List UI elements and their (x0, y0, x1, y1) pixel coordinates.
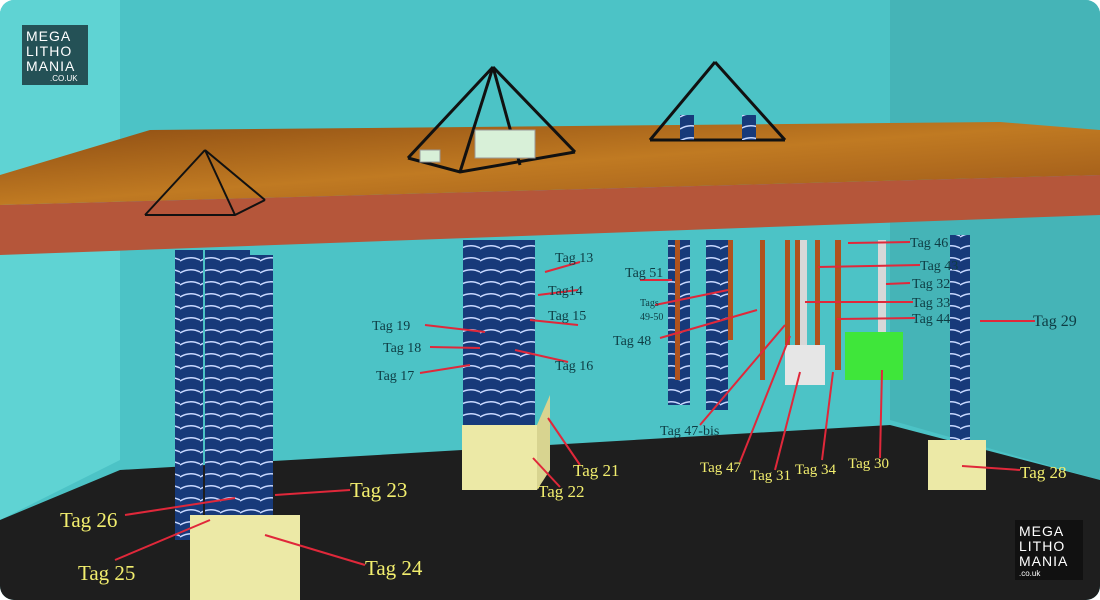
left-wall (0, 0, 120, 520)
svg-text:.CO.UK: .CO.UK (50, 74, 78, 83)
label-tag-47: Tag 47 (700, 460, 742, 476)
label-tag-48: Tag 48 (613, 334, 651, 349)
svg-text:.co.uk: .co.uk (1019, 569, 1041, 578)
svg-text:LITHO: LITHO (26, 43, 72, 59)
label-tag-22: Tag 22 (538, 482, 585, 501)
copper-rods (675, 240, 841, 380)
pyramid-small (144, 149, 266, 216)
coil-columns (175, 235, 970, 555)
label-tag-25: Tag 25 (78, 561, 135, 585)
label-tag-16: Tag 16 (555, 359, 593, 374)
svg-text:MANIA: MANIA (1019, 553, 1068, 569)
svg-text:MANIA: MANIA (26, 58, 75, 74)
label-tag-34: Tag 34 (795, 462, 837, 478)
label-tag-43: Tag 43 (920, 259, 958, 274)
label-tags-49-50-line2: 49-50 (640, 312, 663, 323)
plateau-edge (0, 175, 1100, 255)
label-tag-30: Tag 30 (848, 456, 889, 472)
right-wall (890, 0, 1100, 480)
stone-bases (190, 395, 986, 600)
svg-text:MEGA: MEGA (26, 28, 71, 44)
label-tag-17: Tag 17 (376, 369, 414, 384)
label-tag-21: Tag 21 (573, 461, 620, 480)
svg-text:MEGA: MEGA (1019, 523, 1064, 539)
svg-text:LITHO: LITHO (1019, 538, 1065, 554)
label-tag-47-bis: Tag 47-bis (660, 424, 719, 439)
label-tag-51: Tag 51 (625, 266, 663, 281)
label-tag-24: Tag 24 (365, 556, 423, 580)
label-tag-31: Tag 31 (750, 468, 791, 484)
pyramid-third (648, 60, 787, 142)
plateau-top (0, 122, 1100, 205)
label-tag-18: Tag 18 (383, 341, 421, 356)
label-tags-49-50-line1: Tags (640, 298, 659, 309)
label-tag-19: Tag 19 (372, 319, 410, 334)
label-tag-46: Tag 46 (910, 236, 948, 251)
white-pipe (878, 240, 886, 340)
white-pipe-2 (800, 240, 807, 350)
label-tag-32: Tag 32 (912, 277, 950, 292)
pyramid-third-coils (680, 115, 756, 140)
label-tag-23: Tag 23 (350, 478, 407, 502)
label-tag-33: Tag 33 (912, 296, 950, 311)
label-tag-26: Tag 26 (60, 508, 117, 532)
white-box (785, 345, 825, 385)
logo-bottom-right: MEGA LITHO MANIA .co.uk (1015, 520, 1083, 580)
leader-lines (114, 241, 1035, 566)
label-tag-44: Tag 44 (912, 312, 950, 327)
label-tag-28: Tag 28 (1020, 463, 1067, 482)
label-tag-14: Tag14 (548, 284, 583, 299)
label-tag-13: Tag 13 (555, 251, 593, 266)
logo-top-left: MEGA LITHO MANIA .CO.UK (22, 25, 88, 85)
label-tag-29: Tag 29 (1033, 313, 1077, 330)
green-box (845, 332, 903, 380)
label-tag-15: Tag 15 (548, 309, 586, 324)
pyramid-chamber-blocks (419, 129, 536, 163)
